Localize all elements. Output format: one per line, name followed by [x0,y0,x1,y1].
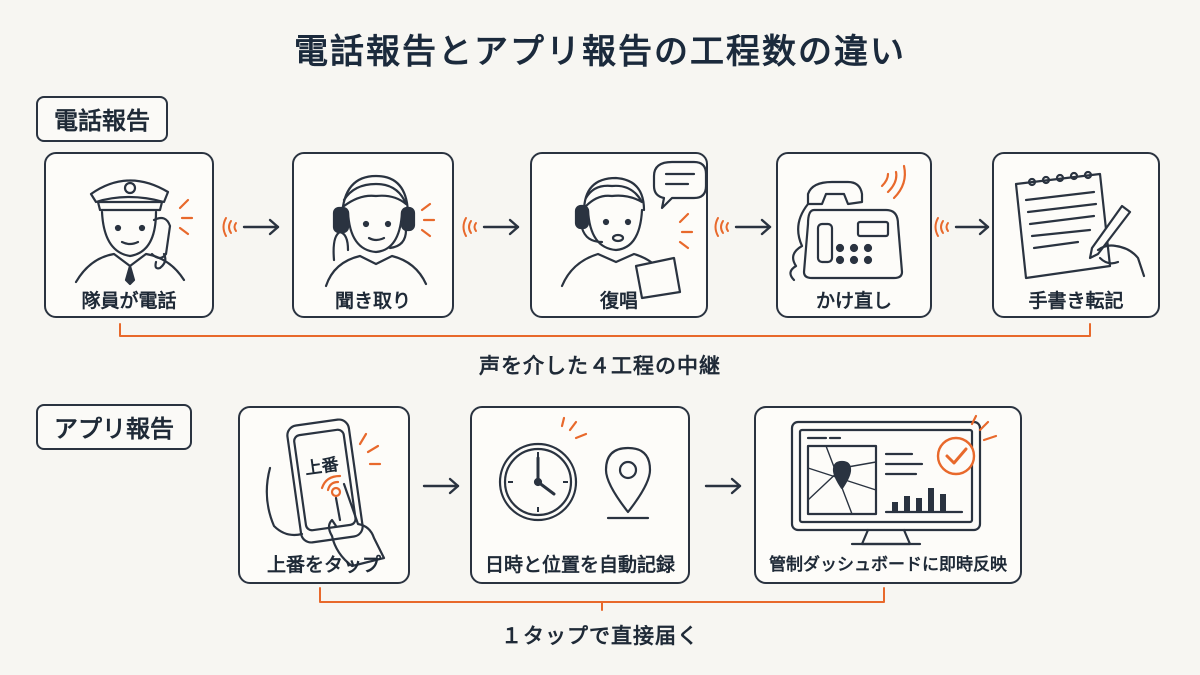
phone-step-callback: かけ直し [776,152,932,318]
step-label: 聞き取り [334,290,411,312]
phone-flow-arrow-2 [462,217,520,237]
phone-summary-bracket [119,323,1091,337]
page-title: 電話報告とアプリ報告の工程数の違い [294,32,906,72]
phone-summary-text: 声を介した４工程の中継 [479,354,721,378]
handwriting-notepad-icon [1014,170,1146,280]
app-summary-bracket [319,587,885,611]
phone-flow-arrow-4 [934,217,990,237]
step-label: 隊員が電話 [81,290,177,312]
app-step-auto-record: 日時と位置を自動記録 [470,406,690,584]
app-section-label: アプリ報告 [36,404,192,450]
officer-calling-icon [74,179,194,286]
phone-step-repeat-back: 復唱 [530,152,708,318]
phone-screen-text: 上番 [304,455,341,480]
phone-step-handwritten-transcription: 手書き転記 [992,152,1160,318]
phone-step-listening: 聞き取り [292,152,454,318]
app-flow-arrow-1 [422,477,460,495]
app-summary-text: １タップで直接届く [501,624,699,648]
app-flow-arrow-2 [704,477,742,495]
phone-flow-arrow-3 [714,217,772,237]
step-label: 日時と位置を自動記録 [484,554,675,576]
phone-flow-arrow-1 [222,217,280,237]
app-step-tap: 上番 上番をタップ [238,406,410,584]
smartphone-tap-icon: 上番 [265,418,386,568]
clock-and-pin-icon [498,416,652,522]
step-label: 手書き転記 [1028,290,1124,312]
phone-step-officer-call: 隊員が電話 [44,152,214,318]
app-step-dashboard: 管制ダッシュボードに即時反映 [754,406,1022,584]
operator-speaking-icon [560,160,708,300]
step-label: 管制ダッシュボードに即時反映 [769,555,1007,575]
operator-headset-icon [324,174,436,288]
dashboard-monitor-icon [790,414,998,546]
step-label: かけ直し [815,290,892,312]
step-label: 復唱 [599,290,638,312]
step-label: 上番をタップ [266,554,381,576]
phone-section-label: 電話報告 [36,96,168,142]
desk-phone-icon [789,164,906,282]
